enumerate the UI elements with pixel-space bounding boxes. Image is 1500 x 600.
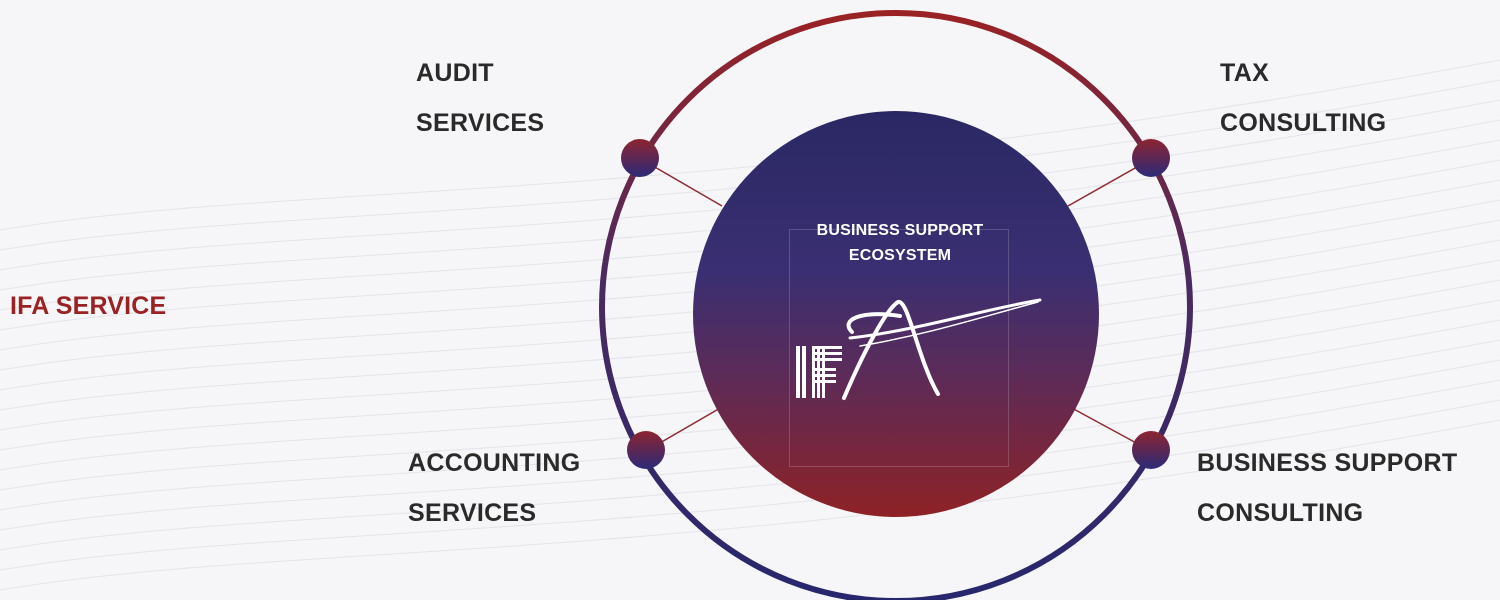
tax-line1: TAX bbox=[1220, 59, 1270, 87]
tax-line2: CONSULTING bbox=[1220, 109, 1387, 137]
accounting-line1: ACCOUNTING bbox=[408, 449, 581, 477]
node-audit bbox=[621, 139, 659, 177]
audit-services-label: AUDIT SERVICES bbox=[416, 48, 544, 148]
node-tax bbox=[1132, 139, 1170, 177]
center-title: BUSINESS SUPPORT ECOSYSTEM bbox=[790, 218, 1010, 268]
audit-line1: AUDIT bbox=[416, 59, 494, 87]
outer-ring bbox=[599, 10, 1193, 600]
center-title-line1: BUSINESS SUPPORT bbox=[816, 222, 984, 239]
ifa-service-title: IFA SERVICE bbox=[10, 292, 167, 320]
business-line1: BUSINESS SUPPORT bbox=[1197, 449, 1458, 477]
accounting-line2: SERVICES bbox=[408, 499, 537, 527]
tax-consulting-label: TAX CONSULTING bbox=[1220, 48, 1386, 148]
audit-line2: SERVICES bbox=[416, 109, 545, 137]
business-line2: CONSULTING bbox=[1197, 499, 1364, 527]
accounting-services-label: ACCOUNTING SERVICES bbox=[408, 438, 580, 538]
node-accounting bbox=[627, 431, 665, 469]
node-business bbox=[1132, 431, 1170, 469]
center-title-line2: ECOSYSTEM bbox=[848, 247, 952, 264]
logo-frame bbox=[789, 229, 1009, 467]
ifa-logo bbox=[796, 298, 1042, 400]
business-support-consulting-label: BUSINESS SUPPORT CONSULTING bbox=[1197, 438, 1457, 538]
